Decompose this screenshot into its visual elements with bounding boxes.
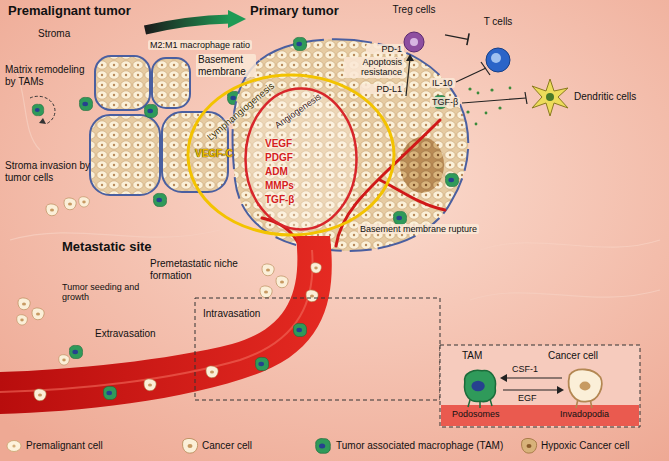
molecule-label: CSF-1: [512, 364, 538, 374]
angiogenesis-region: AngiogenesisVEGFPDGFADMMMPsTGF-β: [243, 86, 359, 232]
factor-label: VEGF: [265, 138, 292, 150]
legend-text: Premalignant cell: [26, 440, 103, 452]
process-label: Intravasation: [203, 308, 260, 320]
factor-label: ADM: [265, 166, 288, 178]
process-label: Tumor seeding and growth: [62, 282, 150, 303]
legend-text: Tumor associated macrophage (TAM): [336, 440, 503, 452]
legend-text: Hypoxic Cancer cell: [541, 440, 629, 452]
panel-title: Premalignant tumor: [8, 4, 131, 19]
molecule-label: IL-10: [430, 78, 455, 88]
cell-label: Dendritic cells: [574, 91, 636, 103]
arrow-label: M2:M1 macrophage ratio: [148, 40, 252, 50]
molecule-label: PD-L1: [360, 84, 404, 94]
molecule-label: PD-1: [366, 44, 404, 54]
inhibition-bar: [467, 33, 469, 45]
factor-label: TGF-β: [265, 194, 294, 206]
ellipse-outline: [246, 89, 357, 230]
inhibition-connector: [445, 33, 469, 45]
t-cell: T cells: [468, 14, 528, 76]
molecule-label: EGF: [518, 393, 537, 403]
structure-label: Basement membrane: [196, 54, 256, 77]
ellipse-outline: [188, 75, 394, 235]
structure-label: Podosomes: [452, 409, 500, 419]
cell-label: Cancer cell: [548, 350, 598, 362]
connector-line: [445, 35, 468, 39]
process-label: Premetastatic niche formation: [150, 258, 252, 281]
factor-label: MMPs: [265, 180, 294, 192]
legend-text: Cancer cell: [202, 440, 252, 452]
factor-label: VEGF-C: [195, 148, 233, 160]
process-label: Extravasation: [95, 328, 156, 340]
panel-title: Primary tumor: [250, 4, 339, 19]
factor-label: PDGF: [265, 152, 293, 164]
structure-label: Invadopodia: [560, 409, 609, 419]
panel-title: Metastatic site: [62, 240, 152, 255]
structure-label: Basement membrane rupture: [358, 224, 479, 234]
process-label: Stroma invasion by tumor cells: [5, 160, 91, 183]
region-label: Stroma: [38, 28, 70, 40]
cell-label: Treg cells: [393, 4, 436, 16]
process-label: Matrix remodeling by TAMs: [5, 64, 93, 87]
process-label: Apoptosis resistance: [344, 57, 404, 78]
lymphangiogenesis-region: LymphangiogenesisVEGF-CAngiogenesisVEGFP…: [185, 72, 397, 238]
cell-label: TAM: [462, 350, 482, 362]
molecule-label: TGF-β: [430, 97, 460, 107]
cell-label: T cells: [484, 16, 513, 28]
dendritic-cell: Dendritic cells: [528, 72, 660, 122]
